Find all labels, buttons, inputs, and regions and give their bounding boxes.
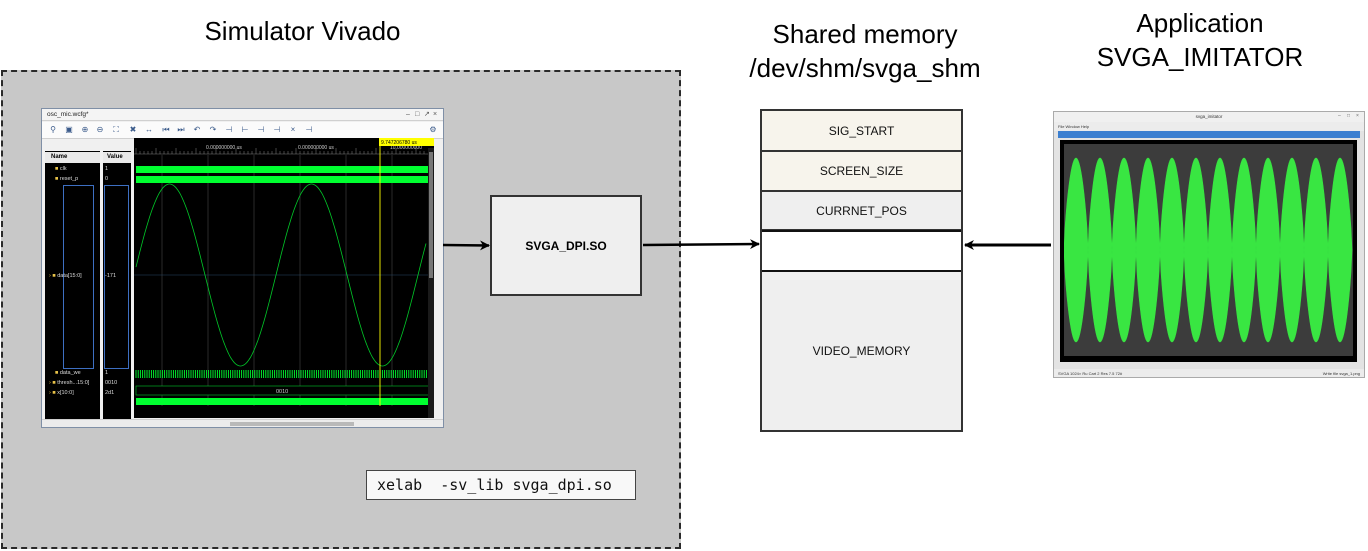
swap-cursor-icon[interactable]: ⊣ — [273, 125, 281, 134]
signal-name-reset[interactable]: ■ reset_p — [55, 176, 79, 182]
signal-value-x: 2d1 — [105, 390, 115, 396]
svga-dpi-label: SVGA_DPI.SO — [525, 238, 607, 253]
signal-value-data: -171 — [105, 273, 117, 279]
app-status-right: Write file svga_1.png — [1322, 371, 1360, 376]
value-group-outline — [104, 185, 129, 369]
cursor-icon[interactable]: ✖ — [129, 125, 137, 134]
next-edge-icon[interactable]: ↷ — [209, 125, 217, 134]
signal-name-x[interactable]: › ■ x[10:0] — [49, 390, 74, 396]
go-last-icon[interactable]: ⏭ — [177, 125, 185, 134]
signal-name-clk[interactable]: ■ clk — [55, 166, 67, 172]
waveform-window: osc_mic.wcfg* – □ ↗ × ⚲ ▣ ⊕ ⊖ ⛶ ✖ ↔ ⏮ ⏭ … — [41, 108, 444, 428]
application-title: Application SVGA_IMITATOR — [1060, 6, 1340, 74]
waveform-window-title: osc_mic.wcfg* — [42, 109, 443, 121]
time-ruler — [134, 138, 434, 155]
signal-name-thresh[interactable]: › ■ thresh...15:0] — [49, 380, 90, 386]
app-statusbar: SVGA 1024× Ru Cart 2 Res 7.5 72# Write f… — [1054, 369, 1364, 377]
arrow-dpi-to-shared-memory — [642, 239, 760, 250]
arrow-simulator-to-dpi — [442, 240, 490, 251]
reset-waveform — [136, 176, 434, 183]
snap-icon[interactable]: ⊣ — [305, 125, 313, 134]
minimize-icon[interactable]: – — [406, 111, 410, 118]
x-waveform — [136, 398, 434, 405]
time-ruler-ticks — [135, 148, 425, 154]
shared-memory-title-line2: /dev/shm/svga_shm — [749, 53, 981, 83]
waveform-svg: 0.000000000 us 0.000000000 us 10.0000000… — [134, 138, 435, 418]
zoom-fit-icon[interactable]: ⛶ — [113, 125, 119, 134]
prev-marker-icon[interactable]: ⊢ — [241, 125, 249, 134]
app-display-svg — [1063, 157, 1353, 343]
zoom-in-icon[interactable]: ⊕ — [81, 125, 89, 134]
signal-value-data-we: 1 — [105, 370, 109, 376]
memory-cell-label: SCREEN_SIZE — [819, 164, 904, 178]
signal-value-reset: 0 — [105, 176, 109, 182]
xelab-command-box: xelab -sv_lib svga_dpi.so — [366, 470, 636, 500]
horizontal-scrollbar[interactable] — [42, 419, 443, 427]
app-maximize-icon[interactable]: □ — [1347, 113, 1351, 119]
app-display-canvas — [1063, 144, 1353, 356]
memory-cell-sig-start: SIG_START — [762, 111, 961, 152]
data-sine-waveform — [135, 183, 427, 367]
waveform-plot-area[interactable]: 0.000000000 us 0.000000000 us 10.0000000… — [134, 138, 435, 418]
name-column-header[interactable]: Name — [45, 152, 100, 163]
shared-memory-stack: SIG_START SCREEN_SIZE CURRNET_POS VIDEO_… — [760, 109, 963, 432]
go-first-icon[interactable]: ⏮ — [162, 125, 170, 134]
close-icon[interactable]: × — [433, 111, 438, 118]
app-minimize-icon[interactable]: – — [1338, 113, 1341, 119]
svga-dpi-box: SVGA_DPI.SO — [490, 195, 642, 296]
maximize-icon[interactable]: ↗ — [424, 111, 430, 118]
app-close-icon[interactable]: × — [1356, 113, 1359, 119]
time-label-1: 0.000000000 us — [206, 145, 242, 151]
signal-name-panel — [45, 151, 100, 419]
vertical-scrollbar[interactable] — [428, 148, 434, 418]
zoom-out-icon[interactable]: ⊖ — [96, 125, 104, 134]
app-menubar[interactable]: File Window Help — [1054, 122, 1364, 131]
data-group-outline — [63, 185, 94, 369]
search-icon[interactable]: ⚲ — [50, 125, 56, 134]
next-marker-icon[interactable]: ⊣ — [257, 125, 265, 134]
data-we-waveform — [135, 370, 427, 378]
delete-icon[interactable]: × — [290, 125, 296, 134]
simulator-title: Simulator Vivado — [204, 16, 401, 46]
app-status-left: SVGA 1024× Ru Cart 2 Res 7.5 72# — [1058, 371, 1123, 376]
memory-cell-screen-size: SCREEN_SIZE — [762, 152, 961, 192]
app-window-title: svga_imitator — [1054, 112, 1364, 122]
signal-value-panel — [103, 151, 131, 419]
cursor-label: 9.747206780 us — [381, 140, 417, 146]
signal-value-thresh: 0010 — [105, 380, 118, 386]
waveform-grid — [161, 155, 393, 406]
shared-memory-title: Shared memory /dev/shm/svga_shm — [715, 17, 1015, 85]
horizontal-scroll-thumb[interactable] — [230, 422, 354, 426]
add-marker-icon[interactable]: ⊣ — [225, 125, 233, 134]
application-window: svga_imitator – □ × File Window Help SVG… — [1053, 111, 1365, 378]
time-label-2: 0.000000000 us — [298, 145, 334, 151]
memory-cell-empty — [762, 230, 961, 272]
gear-icon[interactable]: ⚙ — [429, 125, 437, 134]
clk-waveform — [136, 166, 434, 173]
signal-name-data[interactable]: › ■ data[15:0] — [49, 273, 82, 279]
save-icon[interactable]: ▣ — [65, 125, 73, 134]
memory-cell-label: CURRNET_POS — [816, 203, 907, 218]
shared-memory-title-line1: Shared memory — [772, 19, 958, 49]
marker-icon[interactable]: ↔ — [145, 125, 153, 134]
prev-edge-icon[interactable]: ↶ — [193, 125, 201, 134]
memory-cell-current-pos: CURRNET_POS — [762, 192, 961, 231]
thresh-bus-value: 0010 — [276, 389, 288, 395]
vertical-scroll-thumb[interactable] — [429, 152, 433, 278]
time-label-3: 10.000000000 — [390, 145, 422, 151]
value-column-header[interactable]: Value — [103, 152, 131, 163]
app-inner-titlebar — [1058, 131, 1360, 138]
app-signal-waveform — [1063, 157, 1353, 343]
memory-cell-label: VIDEO_MEMORY — [812, 344, 911, 358]
restore-icon[interactable]: □ — [415, 111, 420, 118]
memory-cell-video-memory: VIDEO_MEMORY — [762, 272, 961, 430]
signal-value-clk: 1 — [105, 166, 109, 172]
memory-cell-label: SIG_START — [828, 123, 895, 138]
cursor-label-box — [379, 138, 434, 146]
application-title-line2: SVGA_IMITATOR — [1096, 42, 1304, 72]
application-title-line1: Application — [1136, 8, 1264, 38]
signal-name-data-we[interactable]: ■ data_we — [55, 370, 81, 376]
